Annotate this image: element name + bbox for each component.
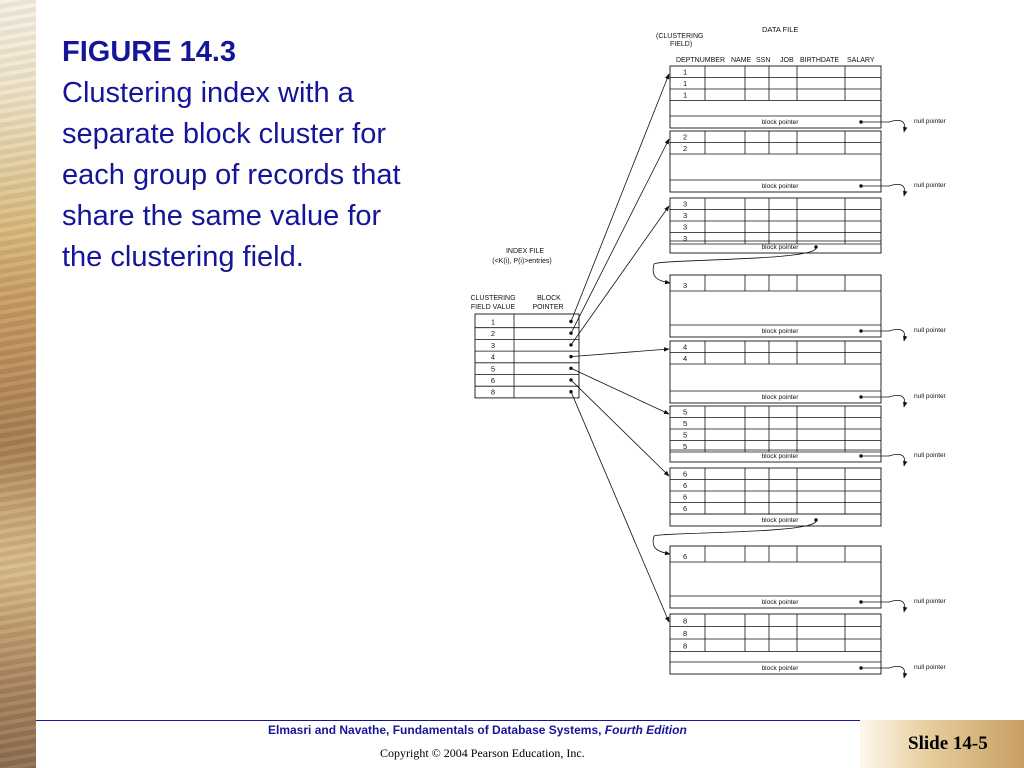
index-key-value: 3 — [491, 341, 495, 350]
null-pointer-label: null pointer — [914, 182, 947, 189]
block-pointer-label: block pointer — [762, 517, 800, 524]
index-key-value: 8 — [491, 388, 495, 397]
null-pointer-label: null pointer — [914, 327, 947, 334]
decorative-sand-dune-sidebar — [0, 0, 36, 768]
index-to-block-arrow — [570, 347, 670, 357]
footer-divider — [36, 720, 1024, 721]
block-pointer-label: block pointer — [762, 119, 800, 126]
record-dept-value: 4 — [683, 354, 687, 363]
index-key-value: 2 — [491, 329, 495, 338]
null-pointer-arrow — [888, 665, 908, 679]
null-pointer-label: null pointer — [914, 452, 947, 459]
index-key-value: 5 — [491, 364, 495, 373]
null-pointer-arrow — [888, 183, 908, 197]
record-dept-value: 8 — [683, 629, 687, 638]
index-header-field-value: FIELD VALUE — [471, 304, 516, 311]
data-file-column-header: NAME — [731, 57, 752, 64]
data-block — [669, 545, 882, 609]
record-dept-value: 3 — [683, 281, 687, 290]
data-file-column-header: JOB — [780, 57, 794, 64]
record-dept-value: 5 — [683, 408, 687, 417]
record-dept-value: 8 — [683, 617, 687, 626]
index-header-clustering: CLUSTERING — [470, 295, 515, 302]
block-pointer-label: block pointer — [762, 183, 800, 190]
data-file-label: DATA FILE — [762, 25, 798, 34]
index-to-block-arrow — [570, 205, 670, 346]
record-dept-value: 2 — [683, 144, 687, 153]
record-dept-value: 3 — [683, 223, 687, 232]
data-block — [669, 274, 882, 338]
chain-pointer-arrow — [652, 246, 817, 285]
slide-number-background — [860, 720, 1024, 768]
null-pointer-arrow — [888, 328, 908, 342]
null-pointer-label: null pointer — [914, 598, 947, 605]
index-header-pointer: POINTER — [532, 304, 563, 311]
slide-number: Slide 14-5 — [908, 733, 988, 754]
book-title: Elmasri and Navathe, Fundamentals of Dat… — [268, 723, 605, 737]
block-pointer-label: block pointer — [762, 599, 800, 606]
clustering-field-label: (CLUSTERING — [656, 33, 703, 40]
index-file-label: INDEX FILE — [506, 248, 544, 255]
index-header-block: BLOCK — [537, 295, 561, 302]
null-pointer-arrow — [888, 453, 908, 467]
data-block — [669, 130, 882, 193]
index-key-value: 1 — [491, 318, 495, 327]
figure-number: FIGURE 14.3 — [62, 36, 237, 68]
record-dept-value: 4 — [683, 343, 687, 352]
null-pointer-arrow — [888, 599, 908, 613]
index-to-block-arrow — [570, 379, 670, 477]
footer-copyright: Copyright © 2004 Pearson Education, Inc. — [380, 746, 585, 760]
record-dept-value: 6 — [683, 552, 687, 561]
data-file-column-header: SSN — [756, 57, 770, 64]
clustering-field-label: FIELD) — [670, 41, 692, 48]
null-pointer-label: null pointer — [914, 118, 947, 125]
record-dept-value: 1 — [683, 68, 687, 77]
block-pointer-label: block pointer — [762, 453, 800, 460]
record-dept-value: 5 — [683, 442, 687, 451]
book-edition: Fourth Edition — [604, 723, 687, 737]
data-block — [669, 65, 882, 129]
block-pointer-label: block pointer — [762, 665, 800, 672]
record-dept-value: 6 — [683, 504, 687, 513]
data-block — [669, 197, 882, 254]
record-dept-value: 1 — [683, 79, 687, 88]
record-dept-value: 5 — [683, 431, 687, 440]
index-key-value: 6 — [491, 376, 495, 385]
index-file-entries-label: (<K(i), P(i)>entries) — [492, 258, 552, 265]
record-dept-value: 5 — [683, 419, 687, 428]
record-dept-value: 2 — [683, 133, 687, 142]
block-pointer-label: block pointer — [762, 244, 800, 251]
footer-book-title: Elmasri and Navathe, Fundamentals of Dat… — [268, 723, 768, 737]
record-dept-value: 1 — [683, 91, 687, 100]
data-block — [669, 405, 882, 463]
block-pointer-label: block pointer — [762, 394, 800, 401]
index-key-value: 4 — [491, 353, 495, 362]
chain-pointer-arrow — [652, 519, 817, 556]
null-pointer-arrow — [888, 394, 908, 408]
null-pointer-arrow — [888, 119, 908, 133]
data-block — [669, 467, 882, 527]
index-to-block-arrow — [570, 138, 670, 334]
record-dept-value: 3 — [683, 234, 687, 243]
null-pointer-label: null pointer — [914, 393, 947, 400]
data-block — [669, 340, 882, 404]
data-file-column-header: DEPTNUMBER — [676, 57, 725, 64]
record-dept-value: 6 — [683, 493, 687, 502]
figure-caption: Clustering index with a separate block c… — [62, 77, 401, 273]
data-block — [669, 613, 882, 675]
data-file-column-header: BIRTHDATE — [800, 57, 839, 64]
null-pointer-label: null pointer — [914, 664, 947, 671]
record-dept-value: 3 — [683, 211, 687, 220]
index-to-block-arrow — [570, 391, 670, 623]
index-to-block-arrow — [570, 367, 670, 415]
index-to-block-arrow — [570, 73, 670, 322]
record-dept-value: 6 — [683, 470, 687, 479]
record-dept-value: 3 — [683, 200, 687, 209]
figure-title-block: FIGURE 14.3 Clustering index with a sepa… — [62, 32, 422, 278]
block-pointer-label: block pointer — [762, 328, 800, 335]
record-dept-value: 6 — [683, 481, 687, 490]
record-dept-value: 8 — [683, 642, 687, 651]
data-file-column-header: SALARY — [847, 57, 875, 64]
